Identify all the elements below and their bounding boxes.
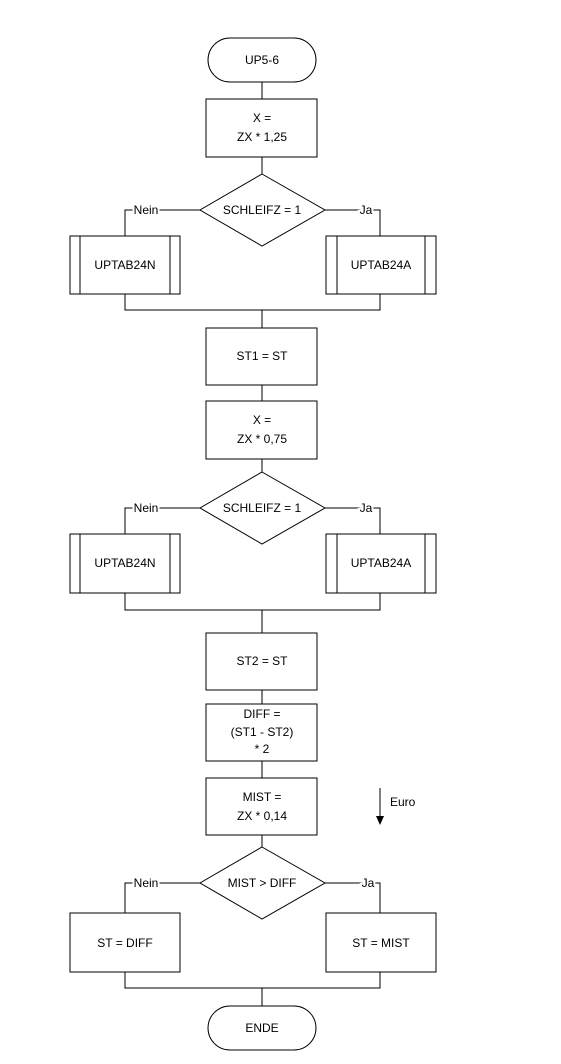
process-diff-line1: DIFF = (243, 707, 280, 721)
subroutine-uptab24n-2: UPTAB24N (69, 533, 181, 594)
decision-mist-diff-label: MIST > DIFF (228, 876, 297, 890)
decision-2-no-label: Nein (134, 501, 159, 515)
process-mist: MIST = ZX * 0,14 (205, 777, 318, 836)
euro-note: Euro (390, 795, 416, 809)
process-st2: ST2 = ST (205, 632, 318, 691)
start-terminal: UP5-6 (207, 37, 317, 83)
process-st-diff-label: ST = DIFF (97, 936, 152, 950)
end-terminal: ENDE (207, 1005, 317, 1051)
subroutine-uptab24n-1: UPTAB24N (69, 235, 181, 295)
decision-3-no-label: Nein (134, 876, 159, 890)
subroutine-uptab24a-1: UPTAB24A (325, 235, 437, 295)
process-st-mist: ST = MIST (325, 912, 437, 973)
subroutine-uptab24n-2-label: UPTAB24N (94, 556, 155, 570)
process-x-1-25: X = ZX * 1,25 (205, 98, 318, 158)
end-label: ENDE (245, 1021, 278, 1035)
decision-1-no-label: Nein (134, 203, 159, 217)
process-x-1-25-line1: X = (253, 111, 271, 125)
process-x-0-75: X = ZX * 0,75 (205, 400, 318, 460)
decision-schleifz-2-label: SCHLEIFZ = 1 (223, 501, 302, 515)
process-diff-line3: * 2 (255, 742, 270, 756)
start-label: UP5-6 (245, 53, 279, 67)
process-mist-line1: MIST = (243, 790, 282, 804)
process-diff: DIFF = (ST1 - ST2) * 2 (205, 703, 318, 762)
process-st-diff: ST = DIFF (69, 912, 181, 973)
process-st1: ST1 = ST (205, 327, 318, 386)
subroutine-uptab24n-1-label: UPTAB24N (94, 258, 155, 272)
decision-schleifz-1-label: SCHLEIFZ = 1 (223, 203, 302, 217)
connectors (124, 82, 381, 1006)
process-st2-label: ST2 = ST (236, 654, 288, 668)
process-st1-label: ST1 = ST (236, 349, 288, 363)
decision-mist-diff: MIST > DIFF (199, 846, 327, 920)
decision-schleifz-2: SCHLEIFZ = 1 (199, 471, 327, 545)
euro-arrow-icon (376, 788, 384, 825)
decision-2-yes-label: Ja (360, 501, 373, 515)
process-diff-line2: (ST1 - ST2) (231, 725, 294, 739)
process-mist-line2: ZX * 0,14 (237, 809, 287, 823)
subroutine-uptab24a-2: UPTAB24A (325, 533, 437, 594)
process-x-1-25-line2: ZX * 1,25 (237, 130, 287, 144)
decision-3-yes-label: Ja (362, 876, 375, 890)
process-st-mist-label: ST = MIST (352, 936, 410, 950)
subroutine-uptab24a-1-label: UPTAB24A (351, 258, 411, 272)
subroutine-uptab24a-2-label: UPTAB24A (351, 556, 411, 570)
decision-schleifz-1: SCHLEIFZ = 1 (199, 173, 327, 247)
decision-1-yes-label: Ja (360, 203, 373, 217)
process-x-0-75-line1: X = (253, 413, 271, 427)
process-x-0-75-line2: ZX * 0,75 (237, 432, 287, 446)
